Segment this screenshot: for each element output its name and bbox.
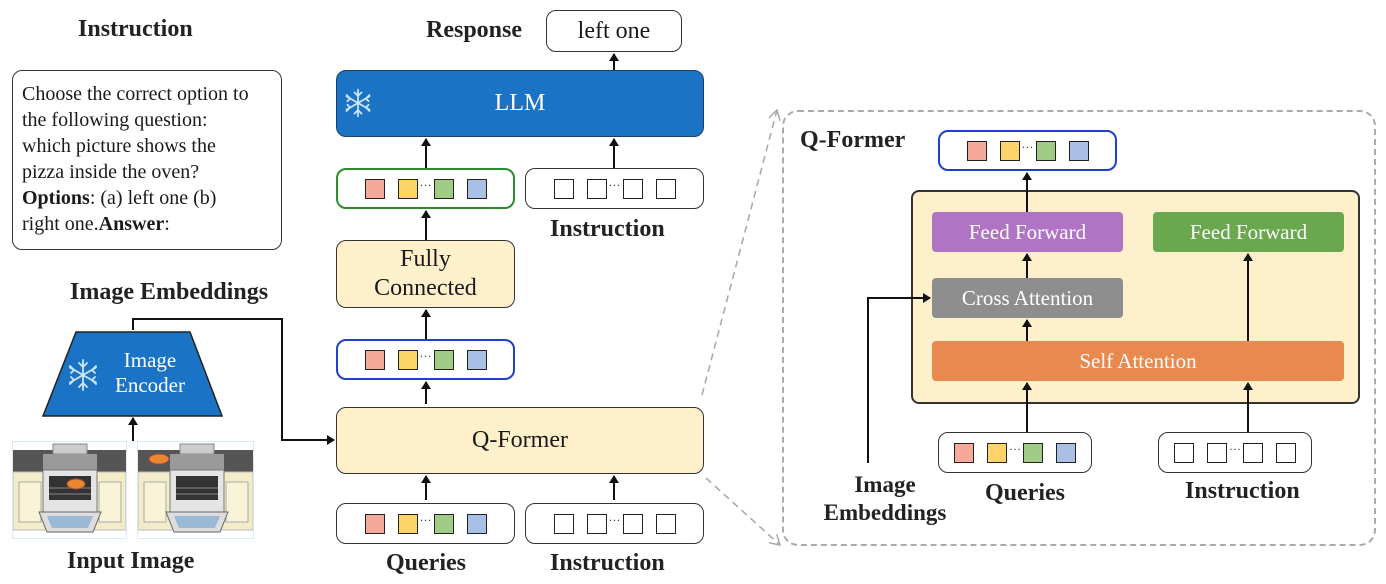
instruction-text-segment: the following question: [22,109,208,131]
token-empty [586,513,607,534]
token-blue [466,513,487,534]
instruction-text-line: the following question: [22,107,281,133]
qformer-detail-panel [782,110,1376,546]
token-yellow [397,178,418,199]
self-attention: Self Attention [932,341,1344,381]
instruction-text-segment: : (a) left one (b) [89,187,217,209]
token-yellow [999,140,1020,161]
qformer-detail-query-tokens: ··· [938,432,1092,473]
qformer-detail-instruction-label: Instruction [1185,478,1300,504]
token-empty [1207,442,1227,463]
token-red [954,442,974,463]
token-empty [655,513,676,534]
token-blue [466,178,487,199]
cross-attention: Cross Attention [932,278,1123,318]
instruction-heading: Instruction [78,16,193,42]
token-empty [622,178,643,199]
instruction-text-line: Choose the correct option to [22,81,281,107]
token-empty [586,178,607,199]
qformer-detail-queries-label: Queries [985,480,1065,506]
instruction-tokens-llm: ··· [525,168,704,209]
fully-connected-block: Fully Connected [336,240,515,308]
instruction-text-box: Choose the correct option to the followin… [12,70,282,250]
feed-forward-instruction-label: Feed Forward [1189,219,1308,244]
instruction-text-segment: which picture shows the [22,135,216,157]
qformer-detail-output-tokens: ··· [938,130,1117,171]
instruction-text-segment: Choose the correct option to [22,83,249,105]
token-green [433,178,454,199]
query-tokens: ··· [336,503,515,544]
llm-label: LLM [494,90,546,116]
image-encoder-label-line1: Image [123,348,177,372]
qformer-output-tokens: ··· [336,339,515,380]
instruction-keyword: Options [22,187,90,209]
snowflake-icon [343,88,373,123]
token-green [433,349,454,370]
snowflake-icon [66,358,100,397]
cross-attention-label: Cross Attention [961,285,1094,310]
input-image-left [12,441,127,539]
token-empty [553,513,574,534]
qformer-block: Q-Former [336,407,704,474]
response-value: left one [577,17,651,44]
token-green [433,513,454,534]
instruction-text-line: which picture shows the [22,133,281,159]
image-encoder-label-line2: Encoder [115,373,185,397]
instruction-label-llm: Instruction [550,216,665,242]
token-yellow [397,513,418,534]
input-image-label: Input Image [67,548,195,574]
zoom-line-top [701,110,777,396]
qformer-detail-image-embeddings-label: Image Embeddings [824,471,947,527]
token-red [364,349,385,370]
token-blue [1056,442,1076,463]
token-yellow [987,442,1007,463]
token-red [364,178,385,199]
instruction-text: Choose the correct option to the followin… [22,81,281,237]
token-empty [622,513,643,534]
image-embeddings-line1: Image [854,472,916,497]
token-empty [553,178,574,199]
qformer-detail-title: Q-Former [800,127,906,153]
instruction-text-segment: : [164,213,170,235]
image-embeddings-label: Image Embeddings [70,279,269,305]
token-blue [466,349,487,370]
llm-block: LLM [336,70,704,137]
token-empty [655,178,676,199]
token-blue [1068,140,1089,161]
input-image-right [137,441,254,539]
token-red [364,513,385,534]
qformer-detail-instruction-tokens: ··· [1158,432,1312,473]
instruction-text-segment: right one. [22,213,99,235]
fully-connected-line2: Connected [374,275,477,301]
instruction-keyword: Answer [98,213,165,235]
image-embeddings-line2: Embeddings [823,500,947,525]
token-empty [1174,442,1194,463]
instruction-text-line: pizza inside the oven? [22,159,281,185]
token-red [966,140,987,161]
response-label: Response [426,17,523,43]
token-green [1035,140,1056,161]
fully-connected-line1: Fully [400,246,451,272]
token-empty [1243,442,1263,463]
feed-forward-query-label: Feed Forward [968,219,1087,244]
projected-query-tokens: ··· [336,168,515,209]
instruction-text-segment: pizza inside the oven? [22,161,200,183]
feed-forward-query: Feed Forward [932,212,1123,252]
response-box: left one [546,10,682,52]
token-empty [1276,442,1296,463]
instruction-text-line: Options: (a) left one (b) [22,185,281,211]
token-yellow [397,349,418,370]
self-attention-label: Self Attention [1079,348,1197,373]
instruction-label-qformer: Instruction [550,550,665,576]
feed-forward-instruction: Feed Forward [1153,212,1344,252]
image-encoder-label: Image Encoder [100,348,200,398]
queries-label: Queries [386,550,466,576]
instruction-tokens-qformer: ··· [525,503,704,544]
token-green [1023,442,1043,463]
qformer-label: Q-Former [472,427,568,453]
zoom-line-bottom [705,477,780,545]
instruction-text-line: right one.Answer: [22,211,281,237]
